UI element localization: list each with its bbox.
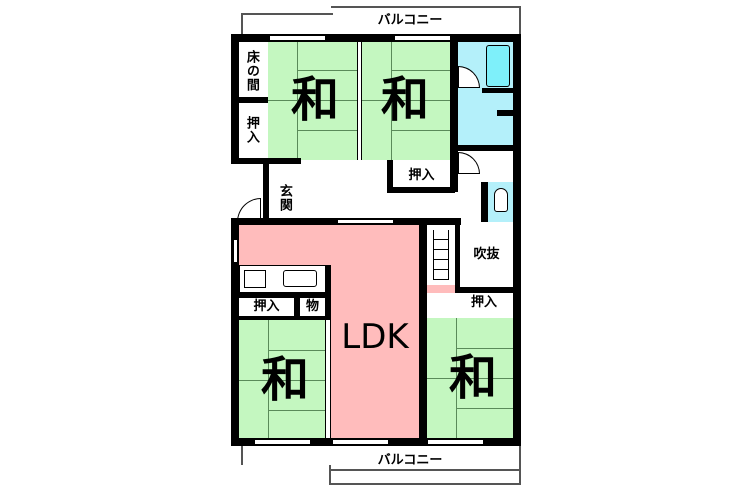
washitsu-top-left-label: 和 [290, 71, 339, 128]
tatami-line [268, 320, 269, 438]
wall-stair-left [419, 225, 427, 438]
window [338, 219, 393, 224]
oshiire-mid [393, 165, 450, 187]
oshiire-right [455, 293, 513, 313]
wall-oshiire-mid-bottom [387, 187, 455, 193]
balcony-bottom-notch-edge [329, 465, 521, 485]
stove-icon [244, 270, 266, 288]
window [428, 439, 483, 445]
outer-wall-left-lower [231, 222, 239, 446]
wall-fukinuke-left [455, 222, 460, 290]
window [270, 35, 325, 41]
oshiire-right-label: 押入 [470, 295, 497, 311]
wall-tokonoma-divider [239, 97, 269, 103]
tatami-line [268, 350, 325, 351]
wall-bath-stub [497, 110, 513, 116]
mono-label: 物 [305, 299, 319, 315]
balcony-bottom [241, 446, 521, 471]
tokonoma-label: 床の間 [243, 50, 259, 92]
oshiire-left-bottom [239, 298, 294, 316]
wall [294, 298, 300, 318]
bathtub-icon [486, 45, 510, 87]
tatami-line [362, 100, 450, 101]
window [233, 240, 238, 262]
window [395, 35, 450, 41]
washitsu-bottom-left [239, 320, 325, 438]
window [255, 439, 310, 445]
outer-wall-top [231, 34, 521, 42]
wall [239, 316, 331, 320]
door-swing [458, 152, 480, 174]
oshiire-left-top-label: 押入 [243, 116, 259, 144]
tatami-line [297, 70, 358, 71]
wall [231, 158, 301, 164]
tatami-line [268, 100, 358, 101]
oshiire-mid-label: 押入 [408, 168, 435, 184]
ldk-label: LDK [341, 317, 409, 358]
wall-wet-bottom [458, 145, 513, 151]
tatami-line [239, 380, 325, 381]
tatami-line [391, 70, 450, 71]
tatami-line [427, 378, 513, 379]
genkan-label: 玄関 [276, 184, 292, 212]
wall-oshiire-mid [387, 160, 393, 192]
balcony-bottom-notch [241, 465, 331, 485]
washitsu-top-left [268, 42, 358, 160]
washitsu-bottom-left-label: 和 [260, 351, 309, 408]
tatami-line [268, 410, 325, 411]
tatami-line [456, 408, 513, 409]
outer-wall-left-upper [231, 34, 239, 164]
ldk-corner [427, 285, 455, 293]
toilet-icon [494, 188, 508, 212]
washitsu-top-right-label: 和 [380, 71, 429, 128]
sliding-door [325, 320, 331, 438]
tatami-line [391, 42, 392, 160]
tatami-line [391, 130, 450, 131]
oshiire-left-top [239, 103, 263, 158]
mono-closet [300, 298, 325, 316]
wall-toilet-left [481, 182, 488, 222]
oshiire-left-bottom-label: 押入 [253, 299, 280, 315]
sliding-door [357, 42, 362, 160]
tokonoma [239, 42, 263, 98]
ldk-area-lower [331, 298, 419, 438]
wall-bath [482, 88, 513, 93]
balcony-bottom-label: バルコニー [377, 453, 443, 469]
wall [239, 292, 331, 298]
window [333, 439, 388, 445]
wall [455, 287, 513, 293]
wall-genkan [263, 164, 269, 222]
washitsu-top-right [362, 42, 450, 160]
stair-arrow-icon [433, 230, 449, 280]
fukinuke [460, 225, 513, 287]
outer-wall-right [513, 34, 521, 446]
balcony-top-notch-edge [241, 13, 333, 36]
sink-icon [283, 270, 317, 287]
fukinuke-label: 吹抜 [473, 247, 500, 263]
tatami-line [456, 348, 513, 349]
kitchen-counter [239, 265, 329, 293]
tatami-line [297, 130, 358, 131]
balcony-top-notch [241, 6, 331, 14]
wall-wet-left [450, 42, 458, 192]
washitsu-bottom-right-label: 和 [448, 349, 497, 406]
balcony-top-label: バルコニー [377, 13, 443, 29]
tatami-line [297, 42, 298, 160]
